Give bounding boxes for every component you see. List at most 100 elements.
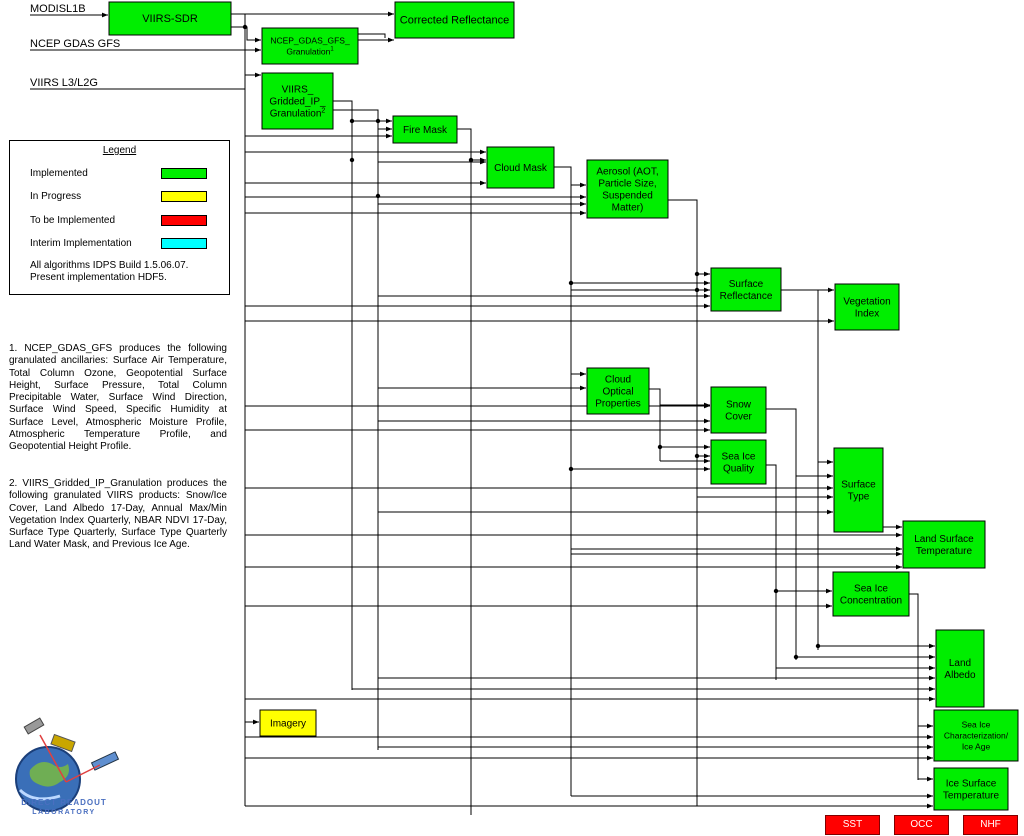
connector-line: [766, 408, 797, 660]
junction-dot: [349, 118, 355, 124]
box-snow-cover-label: Snow: [726, 399, 752, 410]
box-viirs-gridded: VIIRS_Gridded_IP_Granulation2: [261, 72, 334, 130]
box-vegetation-index-rect: [834, 283, 900, 331]
box-surface-type-label: Surface: [841, 479, 876, 490]
junction-dot: [694, 271, 700, 277]
box-vegetation-index-label: Index: [855, 308, 879, 319]
junction-dot: [793, 654, 799, 660]
box-surface-reflectance-label: Reflectance: [720, 291, 773, 302]
box-land-albedo-label: Land: [949, 658, 971, 669]
junction-dot: [694, 287, 700, 293]
box-imagery: Imagery: [259, 709, 317, 737]
legend-swatch-to-be-implemented: [161, 215, 207, 226]
box-sea-ice-quality-label: Quality: [723, 463, 754, 474]
junction-dot: [773, 588, 779, 594]
box-ice-surface-temp-rect: [933, 767, 1009, 811]
box-sea-ice-quality-rect: [710, 439, 767, 485]
footnote-viirs-gridded: 2. VIIRS_Gridded_IP_Granulation produces…: [9, 478, 227, 551]
legend: Legend Implemented In Progress To be Imp…: [9, 140, 230, 295]
box-surface-reflectance-rect: [710, 267, 782, 312]
downlink-line-icon: [39, 734, 67, 783]
legend-note: All algorithms IDPS Build 1.5.06.07. Pre…: [30, 260, 225, 284]
box-aerosol-label: Aerosol (AOT,: [596, 166, 658, 177]
box-sea-ice-quality-label: Sea Ice: [722, 451, 756, 462]
box-land-surface-temp-rect: [902, 520, 986, 569]
box-aerosol-label: Particle Size,: [598, 178, 656, 189]
box-viirs-sdr: VIIRS-SDR: [108, 1, 232, 36]
box-snow-cover-label: Cover: [725, 411, 752, 422]
connector-line: [909, 593, 919, 780]
junction-dot: [242, 24, 248, 30]
globe-highlight-icon: [18, 788, 61, 801]
box-corrected-reflectance-rect: [394, 1, 515, 39]
box-cloud-mask-label: Cloud Mask: [494, 163, 548, 174]
box-land-surface-temp-label: Temperature: [916, 546, 973, 557]
box-viirs-sdr-rect: [108, 1, 232, 36]
connector-line: [358, 33, 386, 38]
connector-line: [333, 100, 353, 690]
legend-swatch-interim: [161, 238, 207, 249]
box-surface-type-rect: [833, 447, 884, 533]
junction-dot: [657, 444, 663, 450]
box-sea-ice-concentration-rect: [832, 571, 910, 617]
junction-dot: [568, 280, 574, 286]
box-fire-mask-rect: [392, 115, 458, 144]
box-cloud-optical-rect: [586, 367, 650, 415]
connector-line: [766, 464, 777, 680]
satellite-icon-1: [23, 717, 45, 735]
box-land-surface-temp-label: Land Surface: [914, 534, 974, 545]
box-cloud-optical-label: Properties: [595, 398, 641, 409]
legend-title: Legend: [102, 145, 137, 156]
destination-sst: SST: [825, 815, 880, 835]
box-surface-reflectance-label: Surface: [729, 279, 764, 290]
junction-dot: [694, 453, 700, 459]
logo-text-line1: DIRECT READOUT: [21, 798, 107, 807]
box-sea-ice-characterization-label: Ice Age: [962, 742, 991, 752]
box-aerosol-label: Suspended: [602, 190, 653, 201]
junction-dot: [375, 193, 381, 199]
input-label-modisl1b: MODISL1B: [30, 3, 86, 15]
box-viirs-gridded-label: Gridded_IP_: [269, 96, 326, 107]
junction-dot: [375, 118, 381, 124]
box-vegetation-index-label: Vegetation: [843, 296, 890, 307]
logo-text-line2: LABORATORY: [32, 809, 95, 816]
box-aerosol: Aerosol (AOT,Particle Size,SuspendedMatt…: [586, 159, 669, 219]
junction-dot: [349, 157, 355, 163]
input-label-ncep-gdas-gfs: NCEP GDAS GFS: [30, 38, 120, 50]
box-aerosol-rect: [586, 159, 669, 219]
box-ice-surface-temp-label: Temperature: [943, 790, 1000, 801]
legend-label-implemented: Implemented: [30, 168, 88, 179]
legend-note-format: Present implementation HDF5.: [30, 272, 167, 283]
footnote-ncep: 1. NCEP_GDAS_GFS produces the following …: [9, 343, 227, 453]
legend-swatch-implemented: [161, 168, 207, 179]
box-ncep-granulation-rect: [261, 27, 359, 65]
legend-swatch-in-progress: [161, 191, 207, 202]
connector-line: [457, 128, 472, 815]
junction-dot: [568, 466, 574, 472]
box-ncep-granulation: NCEP_GDAS_GFS_Granulation1: [261, 27, 359, 65]
box-sea-ice-characterization-label: Characterization/: [944, 731, 1009, 741]
box-viirs-gridded-label: VIIRS_: [282, 84, 314, 95]
box-cloud-mask-rect: [486, 146, 555, 189]
box-corrected-reflectance-label: Corrected Reflectance: [400, 14, 509, 26]
box-fire-mask: Fire Mask: [392, 115, 458, 144]
box-corrected-reflectance: Corrected Reflectance: [394, 1, 515, 39]
legend-label-in-progress: In Progress: [30, 191, 82, 202]
box-cloud-mask: Cloud Mask: [486, 146, 555, 189]
connector-line: [554, 166, 572, 796]
direct-readout-laboratory-logo: DIRECT READOUT LABORATORY: [15, 717, 120, 816]
connector-line: [231, 26, 261, 43]
destination-occ: OCC: [894, 815, 949, 835]
box-land-albedo-rect: [935, 629, 985, 708]
box-sea-ice-concentration-label: Sea Ice: [854, 583, 888, 594]
satellite-icon-2: [50, 733, 76, 753]
legend-label-interim: Interim Implementation: [30, 238, 132, 249]
